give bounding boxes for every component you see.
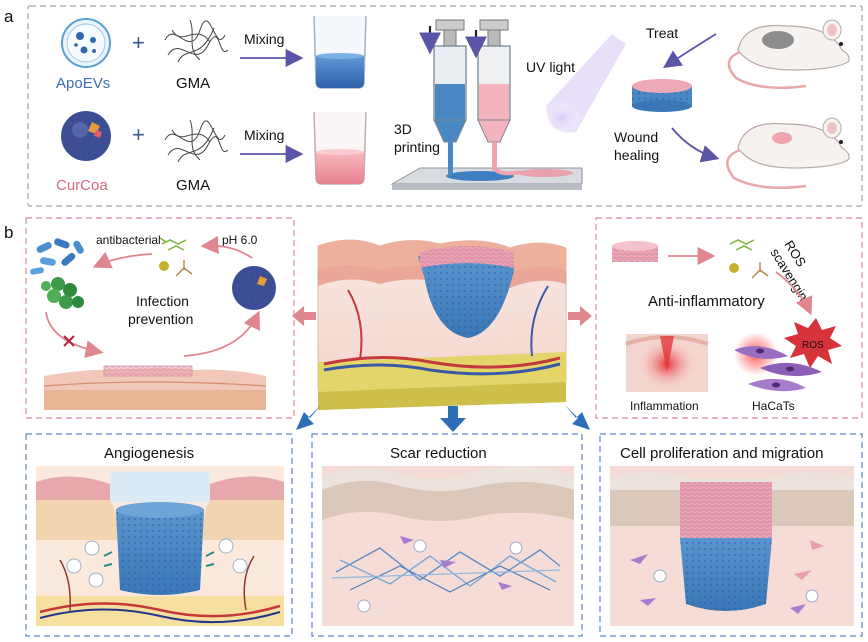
antibacterial-label: antibacterial	[96, 233, 161, 247]
angiogenesis-illustration	[36, 466, 284, 626]
arrow-to-cell-proliferation	[564, 404, 590, 430]
curcumin-molecule-right-icon	[729, 239, 755, 251]
bacteria-rods-icon	[30, 238, 84, 275]
plus-top: +	[132, 30, 145, 55]
arrow-to-infection	[292, 306, 316, 326]
anti-inflammatory-label: Anti-inflammatory	[648, 293, 765, 310]
cell-proliferation-illustration	[610, 466, 854, 626]
cofactor-right-icon	[751, 262, 769, 279]
ph-arrow	[200, 236, 253, 259]
skin-patch-icon	[43, 365, 267, 410]
anti-inflammatory-panel-frame	[595, 217, 863, 419]
apoevs-label: ApoEVs	[56, 75, 110, 92]
infection-panel-frame	[25, 217, 295, 419]
uv-light-beam-icon	[542, 34, 626, 136]
3d-printer-icon	[390, 19, 583, 190]
panel-a-frame	[27, 5, 863, 207]
hacats-cells-icon	[734, 332, 822, 392]
hacats-label: HaCaTs	[752, 399, 795, 413]
panel-b-letter: b	[4, 223, 13, 242]
panel-a-letter: a	[4, 7, 14, 26]
ros-burst-icon	[784, 318, 842, 368]
gma-polymer-icon-bottom	[164, 119, 229, 163]
block-cross-icon	[63, 335, 75, 347]
apoevs-vesicle-icon	[61, 18, 111, 68]
gold-particle-icon	[159, 261, 169, 271]
arrow-to-scar-reduction	[440, 406, 466, 432]
scar-reduction-title: Scar reduction	[390, 445, 487, 462]
gold-particle-right-icon	[729, 263, 739, 273]
wound-healing-arrow	[671, 127, 720, 163]
cell-proliferation-title: Cell proliferation and migration	[620, 445, 823, 462]
treat-arrow	[663, 33, 717, 68]
scar-reduction-illustration	[322, 466, 574, 626]
angiogenesis-panel-frame	[25, 433, 293, 637]
cofactor-icon	[175, 260, 193, 277]
gma-label-top: GMA	[176, 75, 210, 92]
ros-badge: ROS	[802, 340, 824, 351]
release-arrow	[183, 310, 260, 357]
treat-label: Treat	[646, 25, 678, 41]
printing-label-line2: printing	[394, 139, 440, 155]
curcoa-nanoparticle-icon	[61, 111, 111, 161]
inflammation-tissue-icon	[625, 334, 709, 392]
mouse-healed-icon	[726, 117, 850, 190]
infection-label-line2: prevention	[128, 311, 193, 327]
uv-light-label: UV light	[526, 59, 575, 75]
nanoparticle-icon	[232, 266, 276, 310]
scavenging-arrow	[775, 271, 813, 316]
wound-healing-line2: healing	[614, 147, 659, 163]
gma-label-bottom: GMA	[176, 177, 210, 194]
blocked-arrow	[45, 311, 104, 358]
scar-reduction-panel-frame	[311, 433, 583, 637]
skin-cross-section-icon	[317, 239, 567, 410]
antibacterial-arrow	[92, 251, 153, 269]
mouse-wounded-icon	[727, 19, 850, 90]
cell-proliferation-panel-frame	[599, 433, 863, 637]
ph-label: pH 6.0	[222, 233, 258, 247]
beaker-pink-icon	[313, 111, 367, 185]
wound-healing-line1: Wound	[614, 129, 658, 145]
gma-polymer-icon	[164, 19, 229, 63]
arrow-to-angiogenesis	[296, 404, 322, 430]
printing-label-line1: 3D	[394, 121, 412, 137]
beaker-blue-icon	[313, 15, 367, 89]
angiogenesis-title: Angiogenesis	[104, 445, 194, 462]
bacteria-cocci-icon	[41, 277, 84, 309]
inflammation-label: Inflammation	[630, 399, 699, 413]
curcumin-molecule-icon	[159, 237, 187, 251]
hydrogel-disc-icon	[632, 79, 692, 112]
arrow-to-anti-inflammatory	[568, 306, 592, 326]
mixing-label-top: Mixing	[244, 31, 284, 47]
plus-bottom: +	[132, 122, 145, 147]
curcoa-label: CurCoa	[56, 177, 108, 194]
hydrogel-disc-small-icon	[612, 241, 658, 262]
mixing-label-bottom: Mixing	[244, 127, 284, 143]
infection-label-line1: Infection	[136, 293, 189, 309]
